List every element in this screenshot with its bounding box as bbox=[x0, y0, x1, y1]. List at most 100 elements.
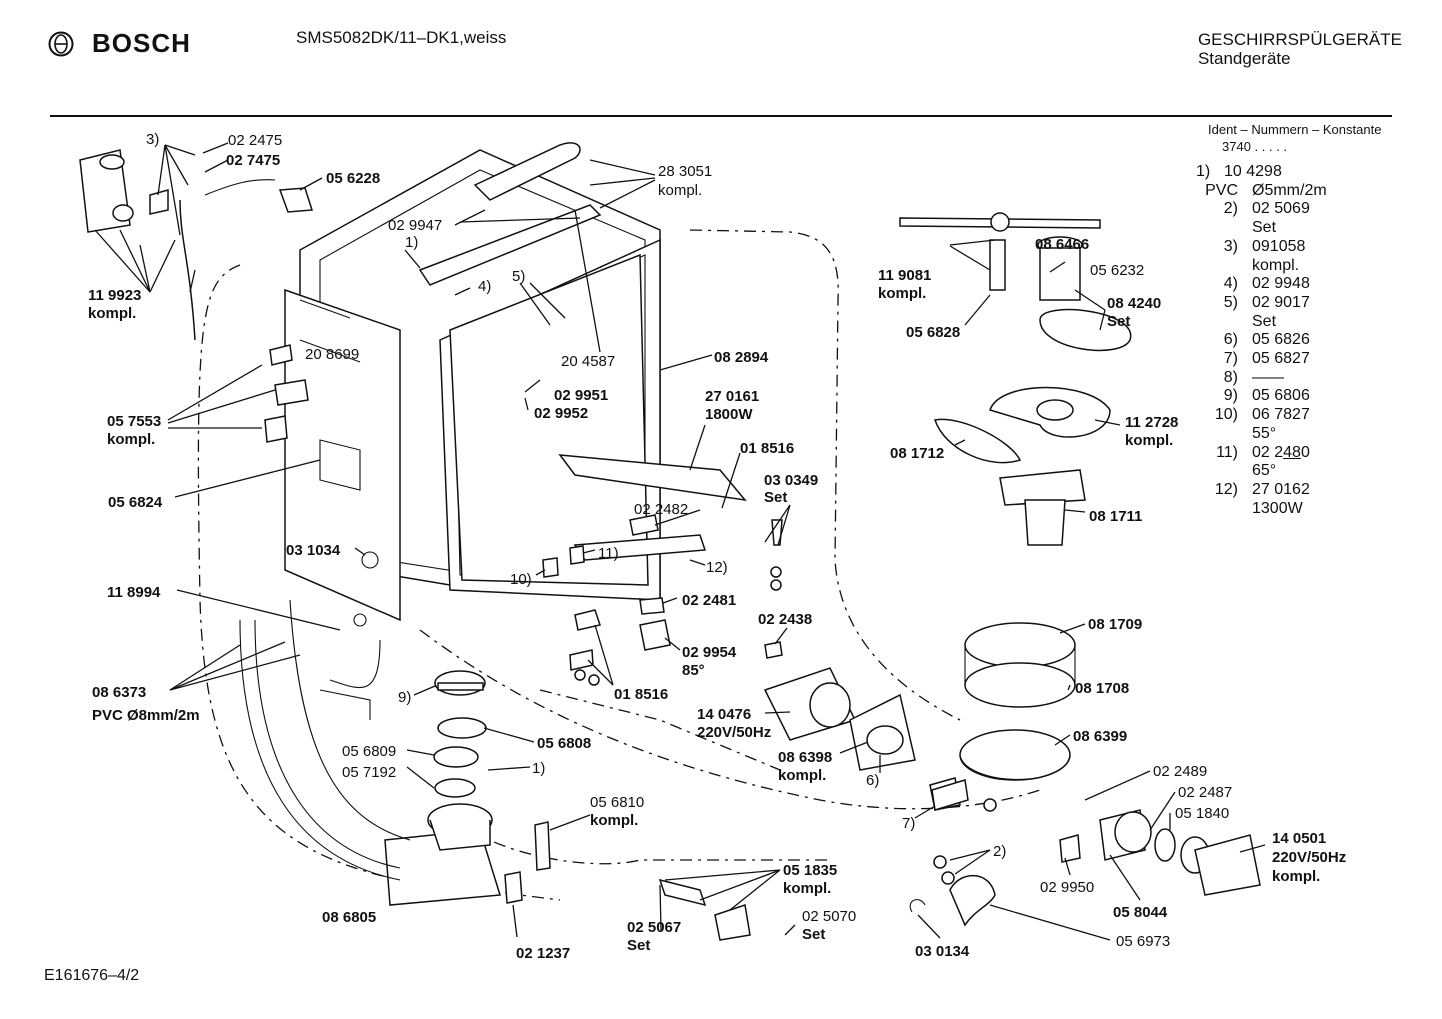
label-056828: 05 6828 bbox=[906, 324, 960, 341]
clip-018516 bbox=[574, 609, 601, 631]
label-030134: 03 0134 bbox=[915, 943, 970, 960]
label-204587: 20 4587 bbox=[561, 353, 615, 370]
ident-title: Ident – Nummern – Konstante bbox=[1208, 122, 1382, 137]
legend-value: 02 2480 bbox=[1252, 444, 1310, 463]
legend-value: 1300W bbox=[1252, 499, 1303, 517]
label-057553: 05 7553 bbox=[107, 413, 161, 430]
label-051835: 05 1835 bbox=[783, 862, 837, 879]
legend-key: 3) bbox=[1223, 237, 1238, 255]
label-022481: 02 2481 bbox=[682, 592, 736, 609]
label-021237: 02 1237 bbox=[516, 945, 570, 962]
label-058044: 05 8044 bbox=[1113, 904, 1168, 921]
drain-hose bbox=[239, 599, 411, 881]
label-086399: 08 6399 bbox=[1073, 728, 1127, 745]
legend-value-part: 48 bbox=[1283, 443, 1301, 461]
legend-key: 6) bbox=[1223, 331, 1238, 349]
legend-value: Set bbox=[1252, 312, 1277, 330]
label-086398: 08 6398 bbox=[778, 749, 832, 766]
valve bbox=[658, 878, 707, 907]
label-056808: 05 6808 bbox=[537, 735, 591, 752]
label-057553-kompl: kompl. bbox=[107, 431, 155, 448]
label-140501-v: 220V/50Hz bbox=[1272, 849, 1346, 866]
legend-row: 2)02 5069 bbox=[1196, 200, 1327, 219]
filter-cylinder bbox=[1039, 247, 1081, 301]
label-086398-kompl: kompl. bbox=[778, 767, 826, 784]
label-2: 2) bbox=[993, 843, 1006, 860]
document-code: E161676–4/2 bbox=[44, 967, 140, 984]
label-11: 11) bbox=[598, 545, 619, 562]
legend-row: 9)05 6806 bbox=[1196, 387, 1327, 406]
label-12: 12) bbox=[706, 559, 728, 576]
sensor-11 bbox=[569, 545, 585, 565]
legend-value: 10 4298 bbox=[1224, 163, 1282, 180]
terminal-block bbox=[569, 649, 594, 671]
cup-9 bbox=[437, 682, 484, 691]
sump-ring-lower bbox=[964, 662, 1076, 708]
ident-value: 3740 . . . . . bbox=[1222, 139, 1288, 154]
coarse-filter bbox=[999, 469, 1086, 506]
heating-element bbox=[558, 454, 747, 502]
legend-key: 12) bbox=[1214, 480, 1238, 498]
lower-outline bbox=[469, 689, 830, 865]
label-140476-v: 220V/50Hz bbox=[697, 724, 771, 741]
clip-030134 bbox=[909, 899, 926, 913]
label-1: 1) bbox=[405, 234, 418, 251]
hose-030134 bbox=[931, 779, 969, 811]
legend-value: 02 5069 bbox=[1252, 200, 1310, 218]
legend-value: 091058 bbox=[1252, 237, 1306, 255]
legend-row: 55° bbox=[1196, 425, 1327, 444]
drain-hose-elbow bbox=[949, 874, 996, 927]
label-6: 6) bbox=[866, 772, 879, 789]
label-081708: 08 1708 bbox=[1075, 680, 1129, 697]
label-022482: 02 2482 bbox=[634, 501, 688, 518]
label-029952: 02 9952 bbox=[534, 405, 588, 422]
pin-022438 bbox=[764, 641, 783, 659]
label-056228: 05 6228 bbox=[326, 170, 380, 187]
label-119923-kompl: kompl. bbox=[88, 305, 136, 322]
legend-row: 8)—— bbox=[1196, 369, 1327, 388]
legend-row: 4)02 9948 bbox=[1196, 275, 1327, 294]
label-025070-set: Set bbox=[802, 926, 825, 943]
legend-row: 1300W bbox=[1196, 500, 1327, 519]
legend-key: 1) bbox=[1196, 163, 1211, 180]
label-1b: 1) bbox=[532, 760, 545, 777]
fill-hose bbox=[319, 639, 381, 720]
header-divider bbox=[50, 115, 1392, 117]
legend-row: 10)06 7827 bbox=[1196, 406, 1327, 425]
label-030349-set: Set bbox=[764, 489, 787, 506]
label-022475: 02 2475 bbox=[228, 132, 282, 149]
label-022487: 02 2487 bbox=[1178, 784, 1232, 801]
door-switch-3 bbox=[264, 415, 288, 443]
sump-ring-upper bbox=[964, 622, 1076, 668]
label-025067-set: Set bbox=[627, 937, 650, 954]
label-056232: 05 6232 bbox=[1090, 262, 1144, 279]
water-softener bbox=[79, 149, 313, 341]
label-029954: 02 9954 bbox=[682, 644, 737, 661]
label-029950: 02 9950 bbox=[1040, 879, 1094, 896]
label-283051-kompl: kompl. bbox=[658, 182, 702, 199]
legend-row: 65° bbox=[1196, 462, 1327, 481]
label-084240: 08 4240 bbox=[1107, 295, 1161, 312]
label-140476: 14 0476 bbox=[697, 706, 751, 723]
label-119081-kompl: kompl. bbox=[878, 285, 926, 302]
legend-row: 3) 091058 bbox=[1196, 238, 1327, 257]
label-056810: 05 6810 bbox=[590, 794, 644, 811]
sump-bowl bbox=[959, 729, 1071, 781]
label-022438: 02 2438 bbox=[758, 611, 812, 628]
label-283051: 28 3051 bbox=[658, 163, 712, 180]
legend-row: 7)05 6827 bbox=[1196, 350, 1327, 369]
label-081709: 08 1709 bbox=[1088, 616, 1142, 633]
legend-row: 1) 10 4298 bbox=[1196, 163, 1327, 182]
drain-pump-motor bbox=[1194, 834, 1261, 896]
aqua-stop bbox=[714, 904, 751, 941]
legend-row: 6)05 6826 bbox=[1196, 331, 1327, 350]
legend-key: 9) bbox=[1223, 387, 1238, 405]
label-270161-w: 1800W bbox=[705, 406, 753, 423]
label-140501-kompl: kompl. bbox=[1272, 868, 1320, 885]
label-10: 10) bbox=[510, 571, 532, 588]
legend-value: 55° bbox=[1252, 424, 1277, 442]
label-056824: 05 6824 bbox=[108, 494, 163, 511]
label-027475: 02 7475 bbox=[226, 152, 280, 169]
label-086805: 08 6805 bbox=[322, 909, 376, 926]
